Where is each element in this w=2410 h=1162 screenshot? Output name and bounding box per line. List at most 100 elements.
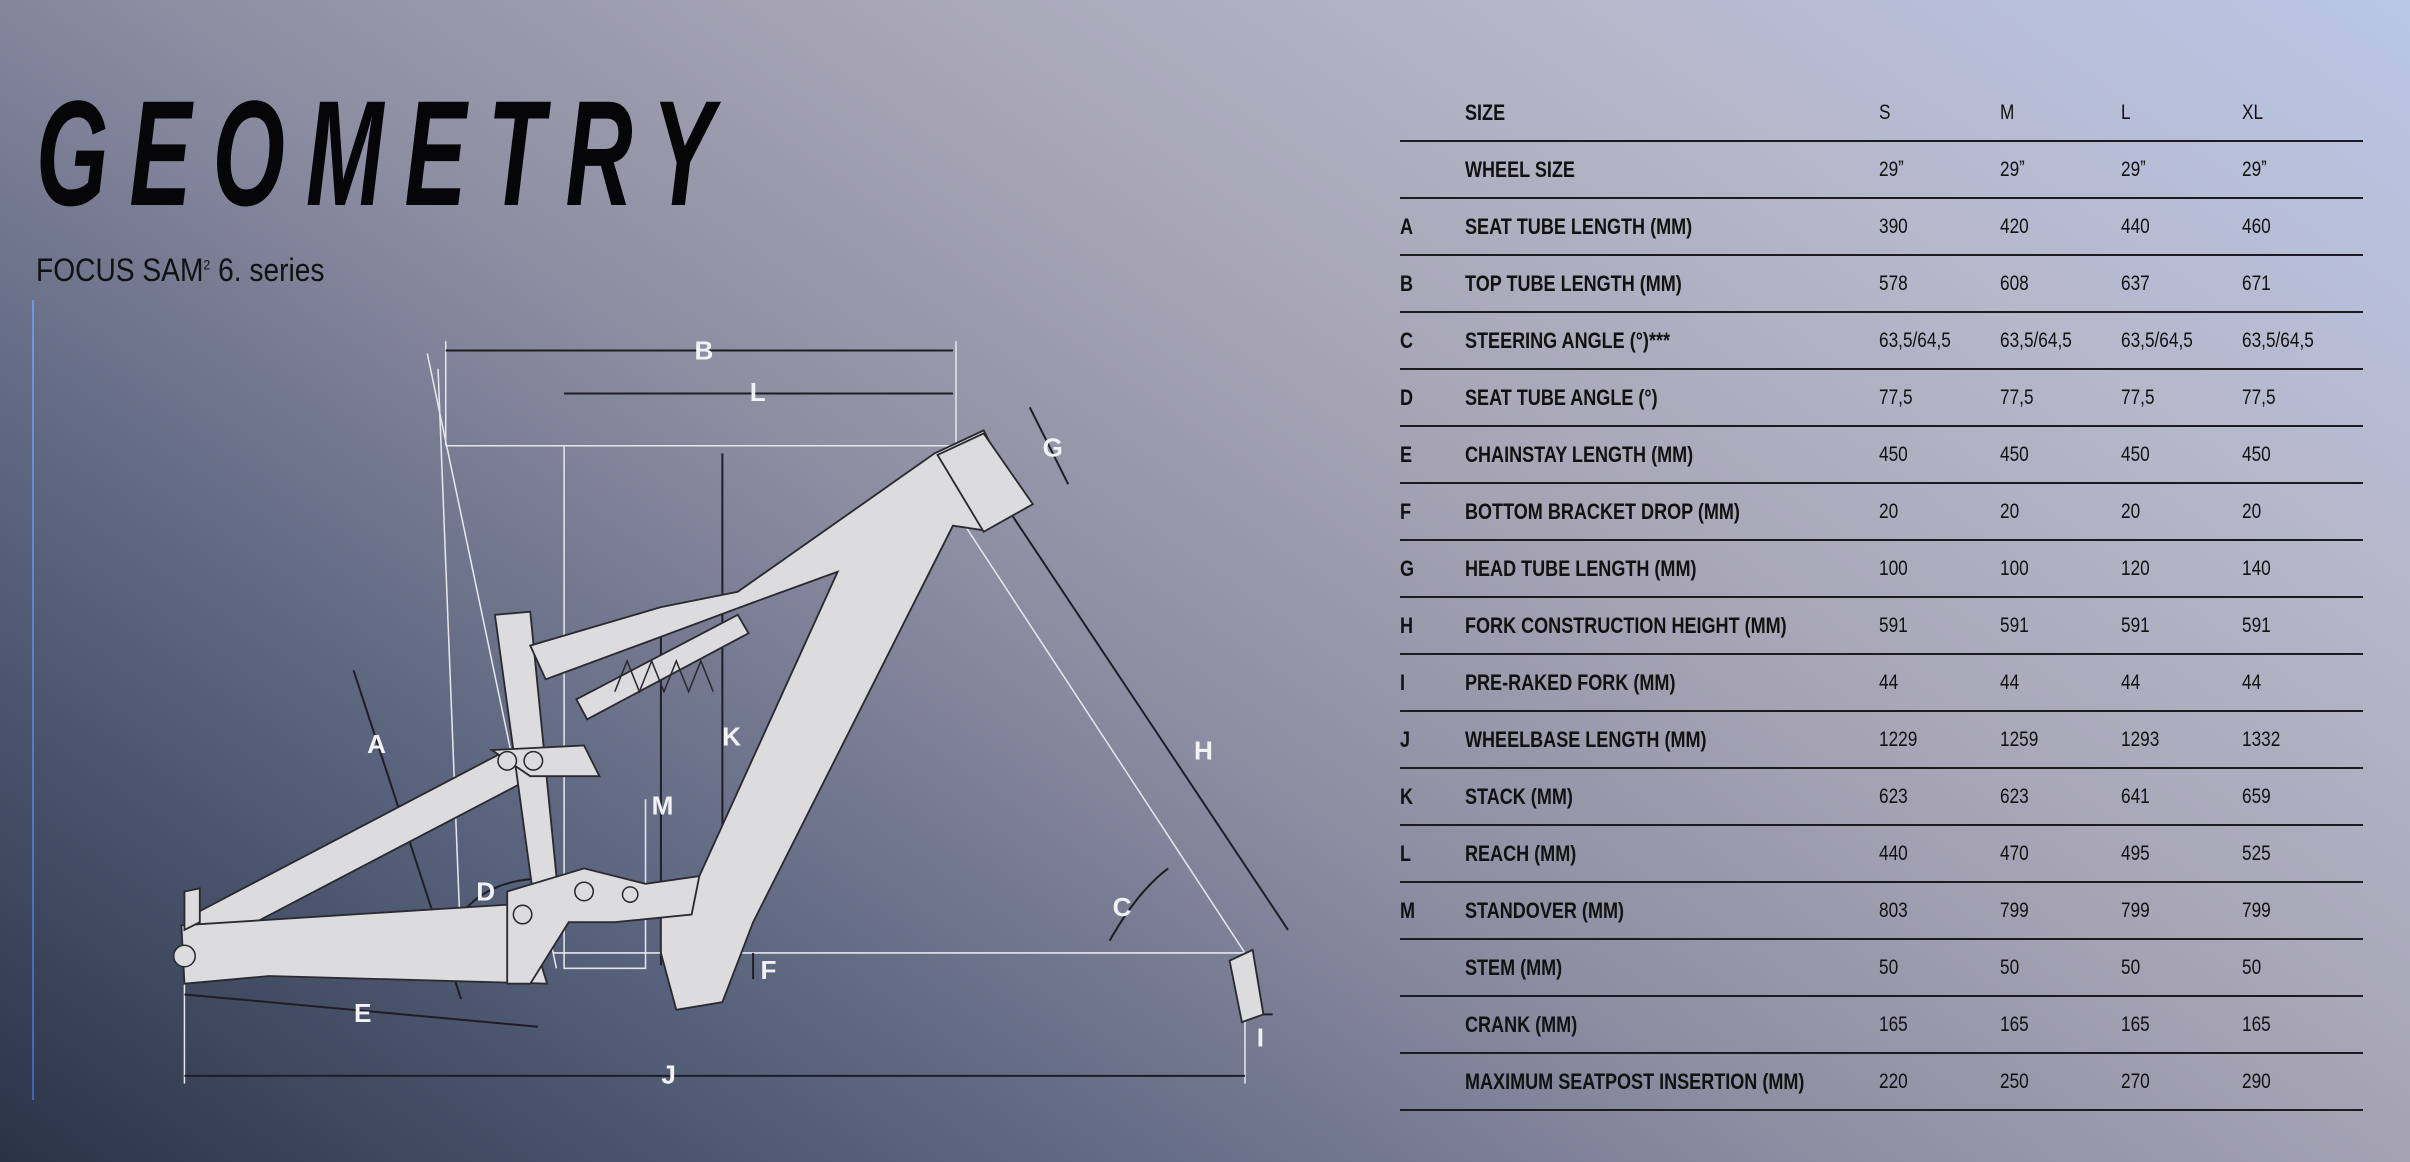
row-letter: A bbox=[1400, 198, 1465, 256]
row-value: 77,5 bbox=[2241, 369, 2363, 427]
row-value-text: 623 bbox=[1878, 784, 1908, 808]
row-value: 20 bbox=[2120, 483, 2242, 541]
row-value-text: 20 bbox=[2241, 499, 2262, 523]
row-value-text: 803 bbox=[1878, 898, 1908, 922]
row-value-text: 77,5 bbox=[2241, 385, 2276, 409]
row-letter: G bbox=[1400, 540, 1465, 598]
row-value-text: 140 bbox=[2241, 556, 2271, 580]
row-value: 165 bbox=[2120, 996, 2242, 1054]
row-value-text: 637 bbox=[2120, 271, 2150, 295]
row-value-text: 29ˮ bbox=[2241, 157, 2267, 181]
row-value-text: 165 bbox=[1878, 1012, 1908, 1036]
row-value: 50 bbox=[2120, 939, 2242, 997]
row-value: 799 bbox=[2120, 882, 2242, 940]
row-label: REACH (MM) bbox=[1464, 825, 1879, 883]
row-value-text: 799 bbox=[2241, 898, 2271, 922]
row-value-text: 29ˮ bbox=[2120, 157, 2146, 181]
row-value-text: 44 bbox=[2241, 670, 2262, 694]
row-letter: L bbox=[1400, 825, 1465, 883]
row-value-text: 799 bbox=[1999, 898, 2029, 922]
row-value-text: 450 bbox=[1878, 442, 1908, 466]
row-value: 165 bbox=[2241, 996, 2363, 1054]
model-name: FOCUS SAM bbox=[36, 252, 204, 288]
row-label-text: STEERING ANGLE (°)*** bbox=[1464, 327, 1670, 353]
header-size: L bbox=[2120, 86, 2242, 142]
row-label-text: FORK CONSTRUCTION HEIGHT (MM) bbox=[1464, 612, 1787, 638]
row-value-text: 460 bbox=[2241, 214, 2271, 238]
row-value: 29ˮ bbox=[2241, 141, 2363, 199]
row-value: 63,5/64,5 bbox=[1999, 312, 2121, 370]
row-label: PRE-RAKED FORK (MM) bbox=[1464, 654, 1879, 712]
row-value: 100 bbox=[1999, 540, 2121, 598]
row-value-text: 20 bbox=[1999, 499, 2019, 523]
row-value-text: 100 bbox=[1999, 556, 2029, 580]
row-value-text: 450 bbox=[2120, 442, 2150, 466]
row-value-text: 63,5/64,5 bbox=[1999, 328, 2072, 352]
row-value-text: 63,5/64,5 bbox=[1878, 328, 1951, 352]
row-value-text: 1293 bbox=[2120, 727, 2160, 751]
header-size: S bbox=[1878, 86, 2000, 142]
row-value: 29ˮ bbox=[2120, 141, 2242, 199]
page-title: GEOMETRY bbox=[36, 69, 736, 237]
row-value-text: 20 bbox=[1878, 499, 1898, 523]
row-value: 440 bbox=[1878, 825, 2000, 883]
row-value-text: 100 bbox=[1878, 556, 1908, 580]
row-letter-text: H bbox=[1400, 612, 1414, 638]
row-value: 803 bbox=[1878, 882, 2000, 940]
row-label-text: CHAINSTAY LENGTH (MM) bbox=[1464, 441, 1693, 467]
row-letter: H bbox=[1400, 597, 1465, 655]
row-value: 29ˮ bbox=[1999, 141, 2121, 199]
row-value-text: 44 bbox=[1878, 670, 1898, 694]
row-value-text: 390 bbox=[1878, 214, 1908, 238]
row-value: 578 bbox=[1878, 255, 2000, 313]
row-value: 100 bbox=[1878, 540, 2000, 598]
row-label: WHEELBASE LENGTH (MM) bbox=[1464, 711, 1879, 769]
row-value-text: 50 bbox=[1999, 955, 2019, 979]
label-d: D bbox=[476, 877, 495, 907]
row-letter: D bbox=[1400, 369, 1465, 427]
row-letter: J bbox=[1400, 711, 1465, 769]
row-value-text: 450 bbox=[1999, 442, 2029, 466]
row-value-text: 608 bbox=[1999, 271, 2029, 295]
row-value: 29ˮ bbox=[1878, 141, 2000, 199]
row-letter-text: E bbox=[1400, 441, 1413, 467]
row-letter-text: M bbox=[1400, 897, 1416, 923]
header-size: M bbox=[1999, 86, 2121, 142]
row-value: 591 bbox=[1999, 597, 2121, 655]
row-label-text: PRE-RAKED FORK (MM) bbox=[1464, 669, 1676, 695]
row-value-text: 44 bbox=[1999, 670, 2019, 694]
row-value: 450 bbox=[1999, 426, 2121, 484]
row-value-text: 250 bbox=[1999, 1069, 2029, 1093]
row-label: STEM (MM) bbox=[1464, 939, 1879, 997]
label-l: L bbox=[750, 377, 766, 407]
row-letter bbox=[1400, 1053, 1465, 1111]
row-label-text: TOP TUBE LENGTH (MM) bbox=[1464, 270, 1682, 296]
row-value-text: 165 bbox=[1999, 1012, 2029, 1036]
row-value: 637 bbox=[2120, 255, 2242, 313]
label-h: H bbox=[1194, 735, 1213, 765]
row-value-text: 799 bbox=[2120, 898, 2150, 922]
row-value: 591 bbox=[2241, 597, 2363, 655]
row-label: CRANK (MM) bbox=[1464, 996, 1879, 1054]
row-value: 1259 bbox=[1999, 711, 2121, 769]
row-value: 450 bbox=[2120, 426, 2242, 484]
row-label: CHAINSTAY LENGTH (MM) bbox=[1464, 426, 1879, 484]
row-label: FORK CONSTRUCTION HEIGHT (MM) bbox=[1464, 597, 1879, 655]
row-value-text: 1229 bbox=[1878, 727, 1917, 751]
row-value-text: 525 bbox=[2241, 841, 2271, 865]
row-value: 165 bbox=[1999, 996, 2121, 1054]
model-series: 6. series bbox=[218, 252, 325, 288]
row-value: 420 bbox=[1999, 198, 2121, 256]
row-label: WHEEL SIZE bbox=[1464, 141, 1879, 199]
row-value: 44 bbox=[2120, 654, 2242, 712]
accent-line bbox=[32, 300, 34, 1100]
row-value: 50 bbox=[1999, 939, 2121, 997]
row-value-text: 591 bbox=[1878, 613, 1908, 637]
label-j: J bbox=[661, 1060, 676, 1090]
